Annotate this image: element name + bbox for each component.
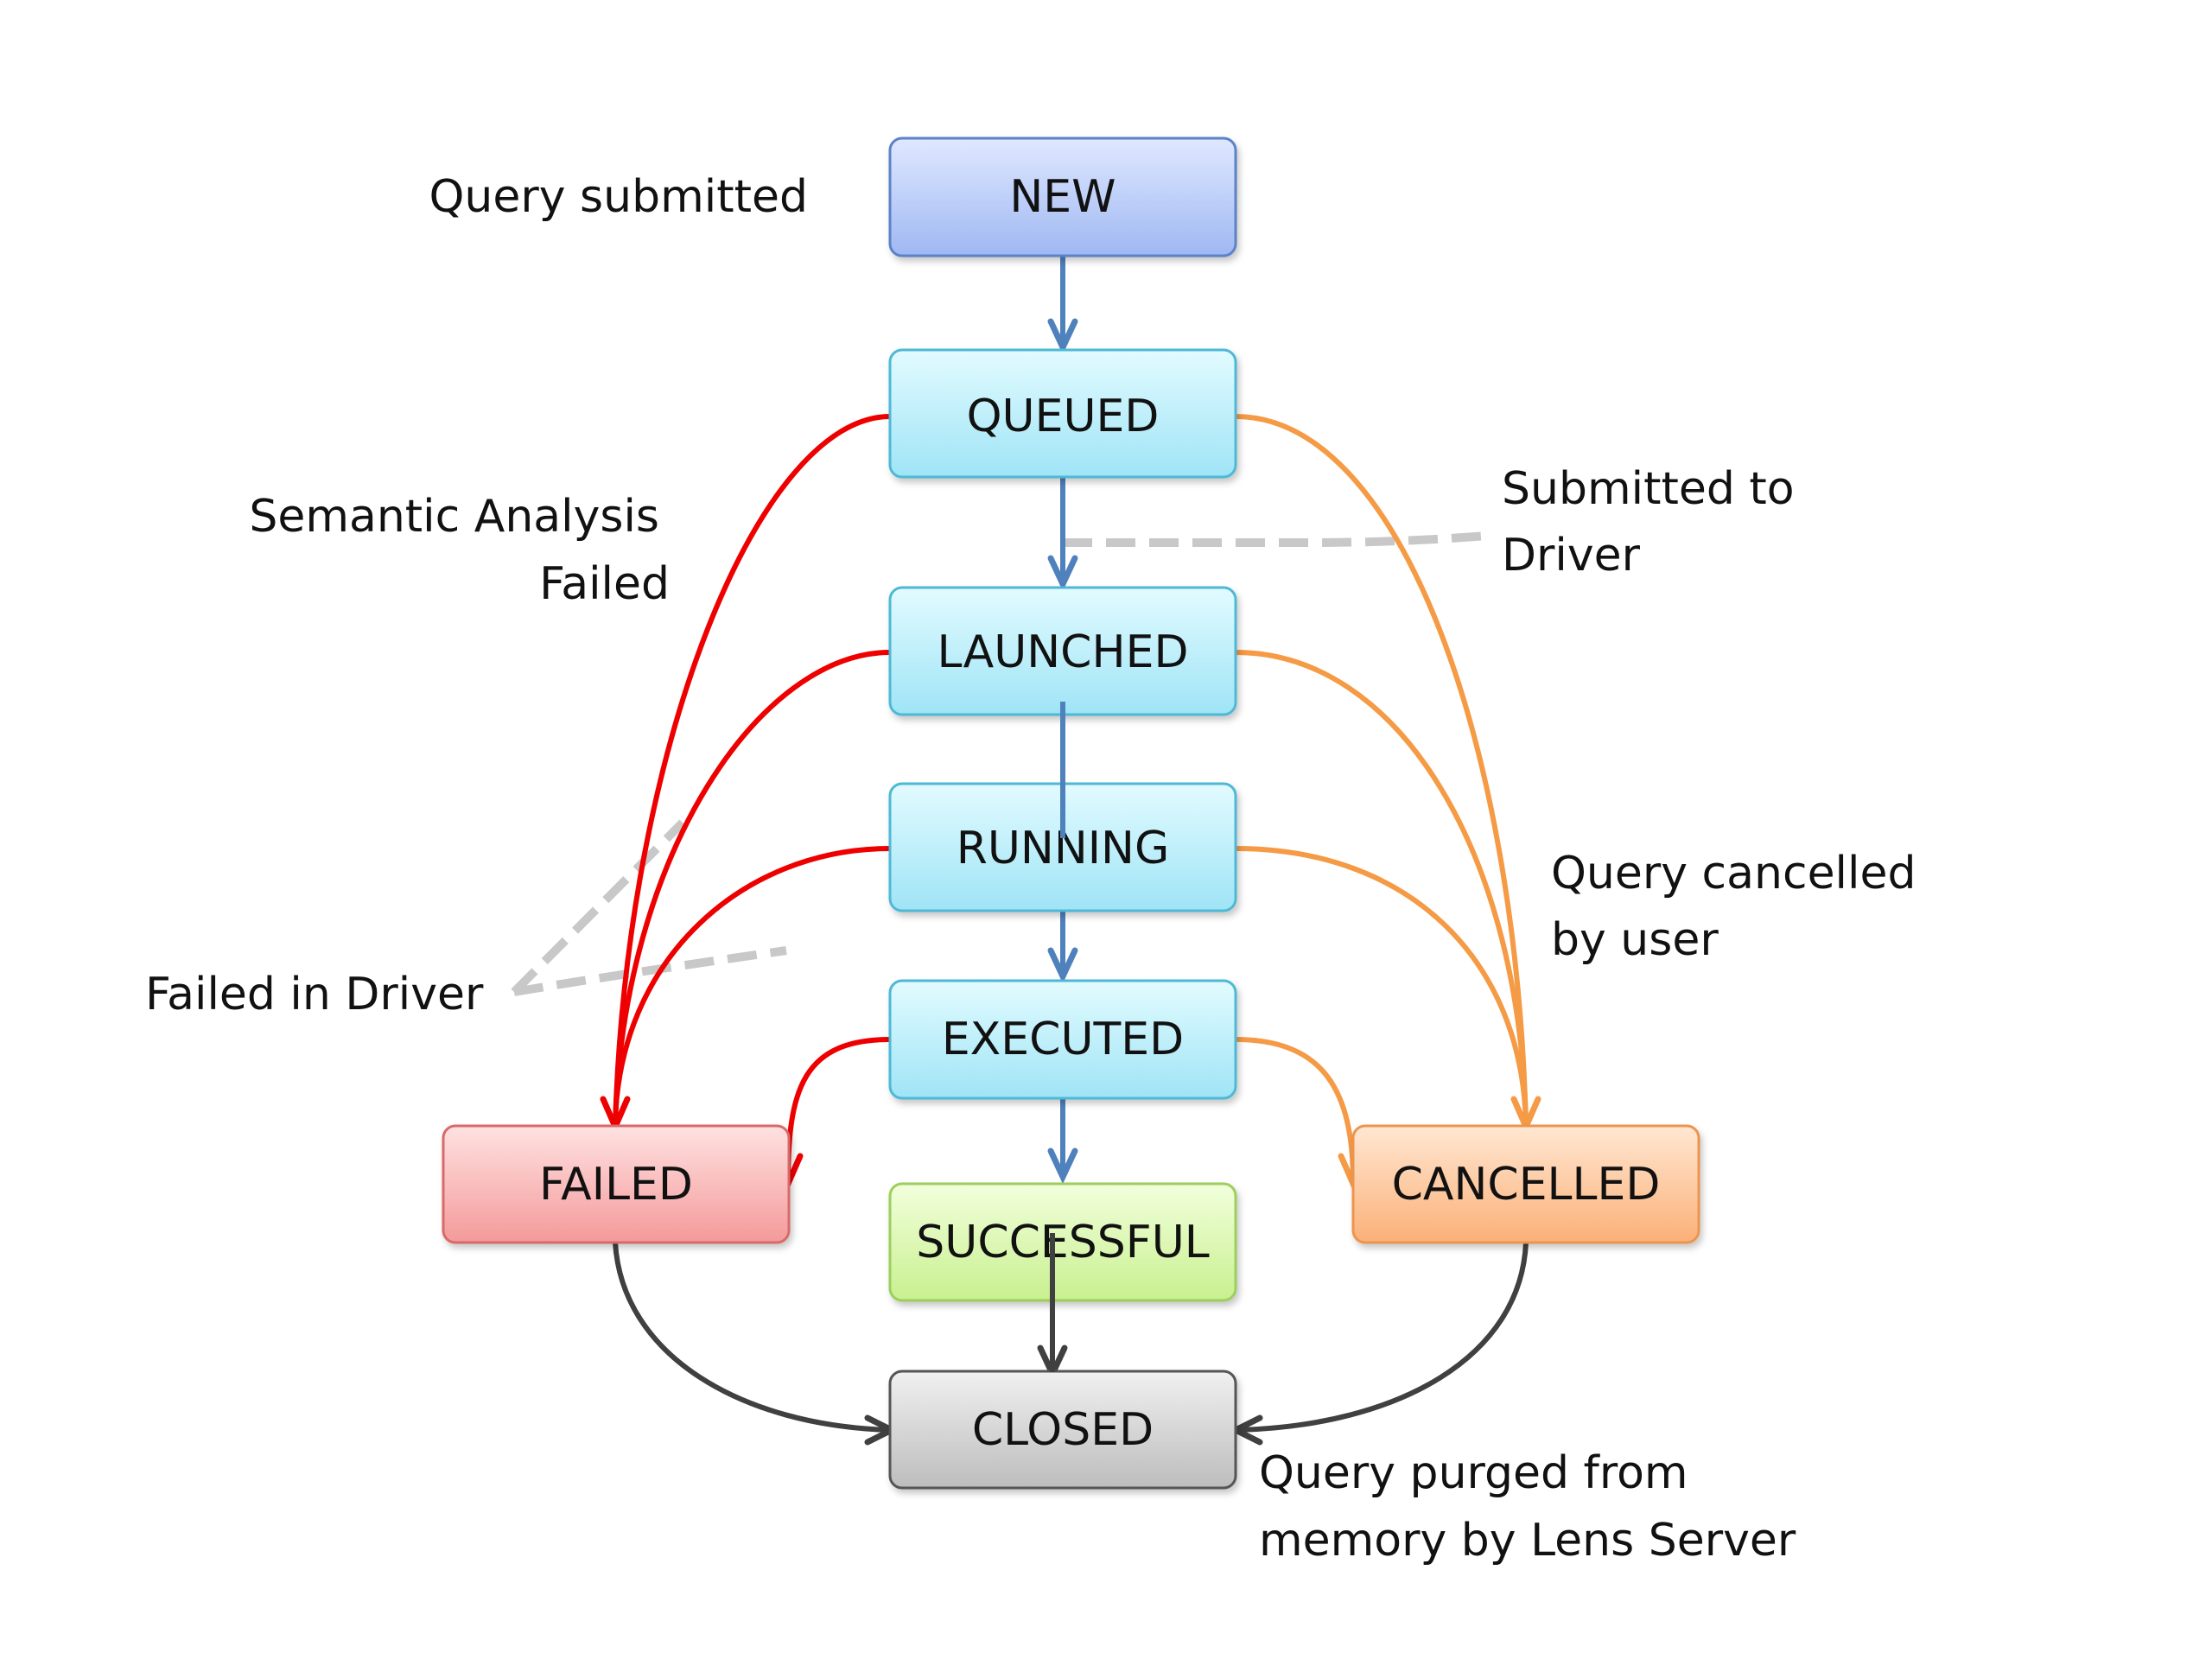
arrow-cancelled-to-closed (1236, 1242, 1529, 1433)
arrow-running-to-failed (613, 846, 891, 1126)
state-launched-label: LAUNCHED (937, 626, 1188, 678)
state-closed-label: CLOSED (972, 1404, 1154, 1456)
state-cancelled: CANCELLED (1351, 1124, 1700, 1244)
arrow-failed-to-closed (613, 1242, 891, 1433)
state-executed: EXECUTED (888, 979, 1237, 1100)
annotation-semantic-analysis-line2: Failed (539, 558, 670, 610)
state-executed-label: EXECUTED (942, 1014, 1184, 1065)
annotation-semantic-analysis-line1: Semantic Analysis (249, 491, 659, 543)
state-queued: QUEUED (888, 348, 1237, 479)
state-failed: FAILED (442, 1124, 791, 1244)
arrow-launched-to-cancelled (1235, 650, 1529, 1126)
state-new-box (888, 137, 1237, 257)
state-executed-box (888, 979, 1237, 1100)
arrow-executed-to-cancelled (1235, 1037, 1356, 1183)
arrow-queued-to-cancelled (1235, 414, 1529, 1126)
callout-submitted-to-driver (1063, 531, 1487, 547)
state-new: NEW (888, 137, 1237, 257)
overlay-lines (1050, 702, 1065, 1372)
state-closed: CLOSED (888, 1370, 1237, 1490)
arrowhead-into-queued (1047, 318, 1078, 355)
state-cancelled-label: CANCELLED (1392, 1159, 1661, 1211)
state-cancelled-box (1351, 1124, 1700, 1244)
annotation-query-purged-line2: memory by Lens Server (1259, 1515, 1796, 1567)
annotation-query-cancelled-line1: Query cancelled (1551, 848, 1916, 899)
state-closed-box (888, 1370, 1237, 1490)
state-successful: SUCCESSFUL (888, 1182, 1237, 1302)
arrowhead-into-launched (1047, 555, 1078, 592)
annotation-query-submitted: Query submitted (429, 171, 809, 223)
arrow-queued-to-failed (613, 414, 891, 1126)
arrowhead-into-successful (1047, 1147, 1078, 1185)
state-new-label: NEW (1009, 171, 1116, 223)
state-successful-box (888, 1182, 1237, 1302)
state-failed-label: FAILED (539, 1159, 693, 1211)
cancel-arrows (1235, 414, 1529, 1183)
annotation-submitted-to-driver-line2: Driver (1502, 530, 1641, 582)
annotation-submitted-to-driver-line1: Submitted to (1502, 463, 1795, 515)
arrow-executed-to-failed (785, 1037, 891, 1183)
annotation-failed-in-driver: Failed in Driver (145, 969, 484, 1020)
arrow-launched-to-failed (613, 650, 891, 1126)
annotation-query-cancelled-line2: by user (1551, 914, 1719, 966)
annotation-query-purged-line1: Query purged from (1259, 1447, 1688, 1499)
state-launched: LAUNCHED (888, 586, 1237, 716)
callout-failed-in-driver-upper (511, 819, 686, 995)
arrowhead-into-executed (1047, 947, 1078, 984)
state-failed-box (442, 1124, 791, 1244)
failure-arrows (613, 414, 891, 1183)
state-successful-label: SUCCESSFUL (916, 1217, 1210, 1268)
arrow-running-to-cancelled (1235, 846, 1529, 1126)
state-queued-box (888, 348, 1237, 479)
state-queued-label: QUEUED (967, 391, 1160, 442)
